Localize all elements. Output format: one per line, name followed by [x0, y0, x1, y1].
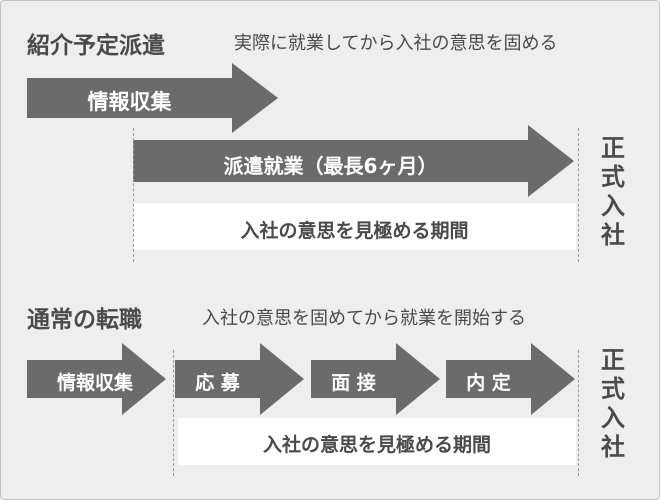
arrow-haken-shugyo — [133, 125, 574, 197]
arrow-step-info — [27, 343, 166, 415]
dashed-line-end-2 — [578, 350, 579, 476]
arrow-info-gathering-1 — [27, 63, 278, 133]
arrow2-label: 派遣就業（最長6ヶ月） — [223, 154, 438, 178]
arrow-step-apply — [175, 343, 304, 415]
step-label-interview: 面 接 — [331, 372, 376, 394]
period-label-1: 入社の意思を見極める期間 — [240, 220, 469, 242]
period-bar-1 — [133, 203, 576, 250]
section1-description: 実際に就業してから入社の意思を固める — [234, 33, 558, 54]
arrow1-label: 情報収集 — [87, 90, 172, 114]
period-bar-2 — [178, 418, 576, 465]
period-label-2: 入社の意思を見極める期間 — [262, 434, 491, 456]
dashed-line-start-2 — [173, 350, 174, 476]
step-label-info: 情報収集 — [56, 372, 133, 394]
section1-title: 紹介予定派遣 — [27, 33, 165, 59]
dashed-line-end-1 — [578, 128, 579, 262]
step-label-apply: 応 募 — [195, 372, 240, 394]
dashed-line-start-1 — [133, 128, 134, 262]
section2-description: 入社の意思を固めてから就業を開始する — [202, 308, 526, 329]
arrow-step-interview — [311, 343, 440, 415]
formal-employment-label-1: 正 式 入 社 — [601, 134, 625, 249]
formal-employment-label-2: 正 式 入 社 — [601, 346, 625, 461]
section2-title: 通常の転職 — [27, 307, 142, 333]
arrow-step-offer — [446, 343, 575, 415]
step-label-offer: 内 定 — [466, 372, 511, 394]
